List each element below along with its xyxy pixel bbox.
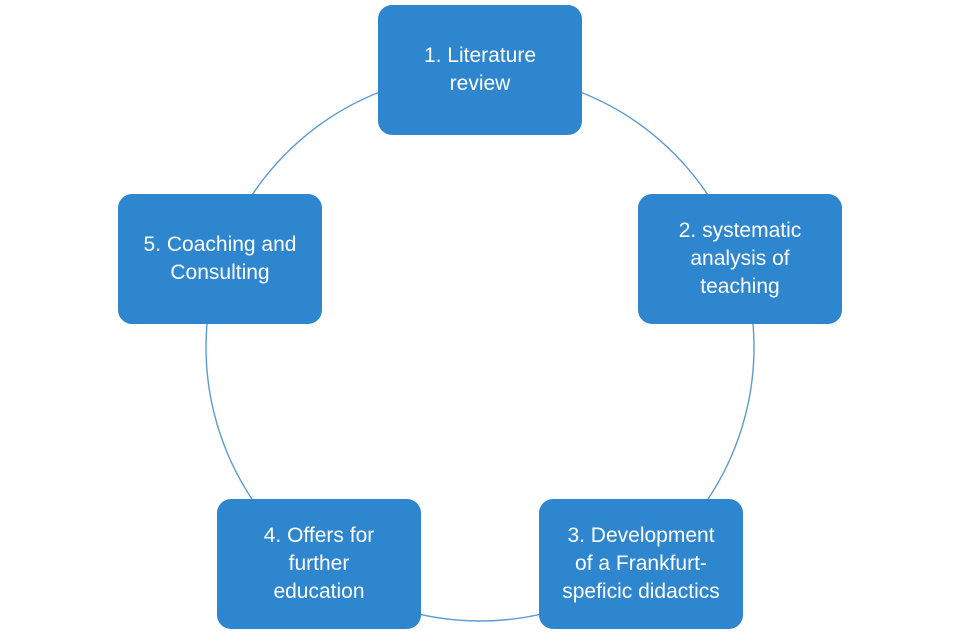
step-4-further-education: 4. Offers for further education xyxy=(217,499,421,629)
step-3-frankfurt-didactics: 3. Development of a Frankfurt- speficic … xyxy=(539,499,743,629)
step-1-literature-review: 1. Literature review xyxy=(378,5,582,135)
step-2-systematic-analysis: 2. systematic analysis of teaching xyxy=(638,194,842,324)
step-5-coaching-consulting: 5. Coaching and Consulting xyxy=(118,194,322,324)
